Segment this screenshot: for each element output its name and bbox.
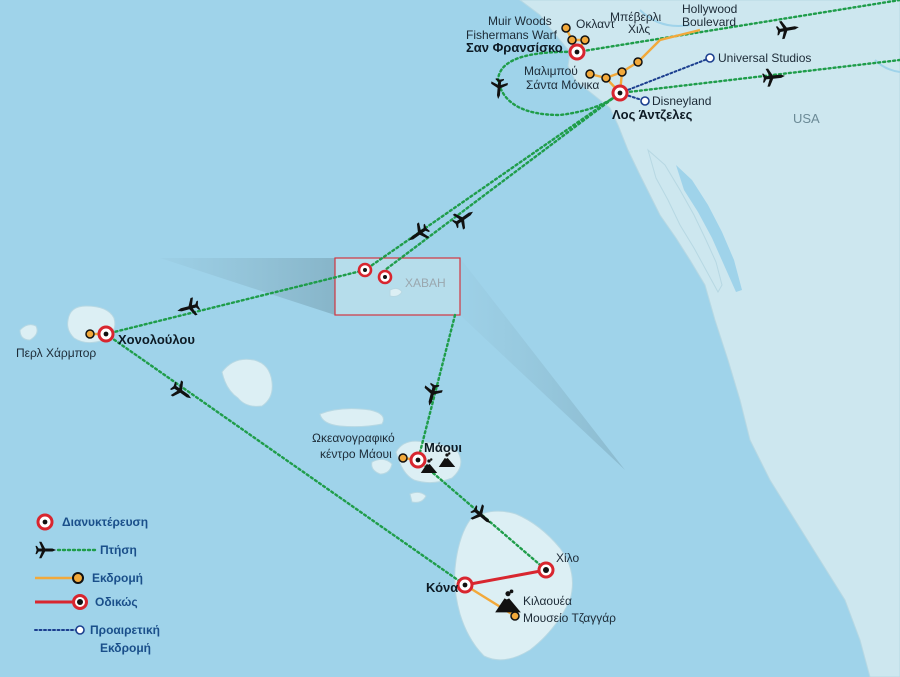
legend-flight: Πτήση — [35, 541, 137, 559]
optional-universal — [619, 57, 711, 94]
stay-marker-kona — [456, 576, 474, 594]
legend-flight-label: Πτήση — [100, 543, 137, 557]
stay-marker-box-1 — [357, 262, 373, 278]
stay-marker-los-angeles — [611, 84, 629, 102]
stay-marker-maui — [409, 451, 427, 469]
legend-road: Οδικώς — [35, 594, 138, 610]
label-hollywood-1: Hollywood — [682, 2, 737, 16]
legend-optional-label-1: Προαιρετική — [90, 623, 160, 637]
label-oakland: Οκλαντ — [576, 17, 615, 31]
stay-marker-hilo — [537, 561, 555, 579]
label-hilo: Χίλο — [556, 551, 579, 565]
river — [874, 59, 900, 73]
gulf-of-california — [676, 165, 742, 292]
legend-stay: Διανυκτέρευση — [36, 513, 148, 531]
mainland-usa — [519, 0, 900, 677]
island-kahoolawe — [409, 491, 427, 503]
flight-la-hawaii-2 — [383, 91, 622, 272]
excursion-marker-fishermans — [580, 35, 590, 45]
legend-optional-label-2: Εκδρομή — [100, 641, 151, 655]
excursion-marker-beverly — [617, 67, 627, 77]
flight-box-honolulu — [104, 268, 367, 336]
baja-peninsula — [647, 148, 723, 294]
label-kilauea: Κιλαουέα — [523, 594, 572, 608]
label-los-angeles: Λος Άντζελες — [612, 107, 693, 122]
legend: Διανυκτέρευση Πτήση Εκδρομή Οδικώς Προαι… — [34, 513, 160, 655]
island-molokai — [319, 408, 384, 428]
stay-markers — [97, 43, 629, 594]
excursion-marker-hollywood — [633, 57, 643, 67]
legend-optional: Προαιρετική Εκδρομή — [34, 623, 160, 655]
label-usa: USA — [793, 111, 820, 126]
optional-marker-disneyland — [640, 96, 650, 106]
label-universal: Universal Studios — [718, 51, 811, 65]
road-kona-hilo — [464, 568, 547, 587]
label-muir-woods: Muir Woods — [488, 14, 552, 28]
label-beverly-1: Μπέβερλι — [610, 10, 661, 24]
label-santa-monica: Σάντα Μόνικα — [526, 78, 599, 92]
excursion-marker-malibu — [585, 69, 595, 79]
hawaii-box-label: ΧΑΒΑΗ — [405, 276, 446, 290]
excursion-marker-oakland — [567, 35, 577, 45]
legend-road-label: Οδικώς — [95, 595, 138, 609]
hawaii-box — [334, 257, 461, 316]
zoom-shade-right — [460, 258, 625, 470]
flight-sf-east — [575, 0, 900, 54]
island-niihau — [19, 324, 38, 341]
excursion-marker-santa-monica — [601, 73, 611, 83]
label-pearl-harbor: Περλ Χάρμπορ — [16, 346, 96, 360]
label-san-francisco: Σαν Φρανσίσκο — [466, 40, 563, 55]
label-beverly-2: Χιλς — [628, 22, 650, 36]
flight-sf-la — [496, 50, 622, 117]
excursion-markers — [85, 23, 643, 621]
river — [639, 9, 691, 27]
island-oahu — [221, 358, 273, 407]
stay-marker-honolulu — [97, 325, 115, 343]
label-maui-ocean-1: Ωκεανογραφικό — [312, 431, 395, 445]
flight-honolulu-kona — [104, 332, 467, 587]
flight-la-east — [618, 58, 900, 95]
island-lanai — [371, 458, 393, 475]
mini-island — [389, 287, 403, 297]
stay-marker-box-2 — [377, 269, 393, 285]
zoom-shade-left — [160, 258, 335, 315]
label-kona: Κόνα — [426, 580, 458, 595]
excursion-marker-maui-ocean — [398, 453, 408, 463]
optional-marker-universal — [705, 53, 715, 63]
label-maui: Μάουι — [424, 440, 462, 455]
label-honolulu: Χονολούλου — [118, 332, 195, 347]
excursion-marker-museum — [510, 611, 520, 621]
label-maui-ocean-2: κέντρο Μάουι — [320, 447, 392, 461]
label-sugar-museum: Μουσείο Τζαγγάρ — [523, 611, 616, 625]
legend-stay-label: Διανυκτέρευση — [62, 515, 148, 529]
label-hollywood-2: Boulevard — [682, 15, 736, 29]
excursion-marker-muir-woods — [561, 23, 571, 33]
legend-excursion: Εκδρομή — [35, 571, 143, 585]
label-disneyland: Disneyland — [652, 94, 711, 108]
excursion-marker-pearl-harbor — [85, 329, 95, 339]
flight-box-maui — [416, 313, 457, 462]
stay-marker-san-francisco — [568, 43, 586, 61]
label-malibu: Μαλιμπού — [524, 64, 578, 78]
flight-routes — [104, 0, 900, 587]
label-fishermans: Fishermans Warf — [466, 28, 558, 42]
legend-excursion-label: Εκδρομή — [92, 571, 143, 585]
flight-la-hawaii-1 — [363, 91, 622, 272]
